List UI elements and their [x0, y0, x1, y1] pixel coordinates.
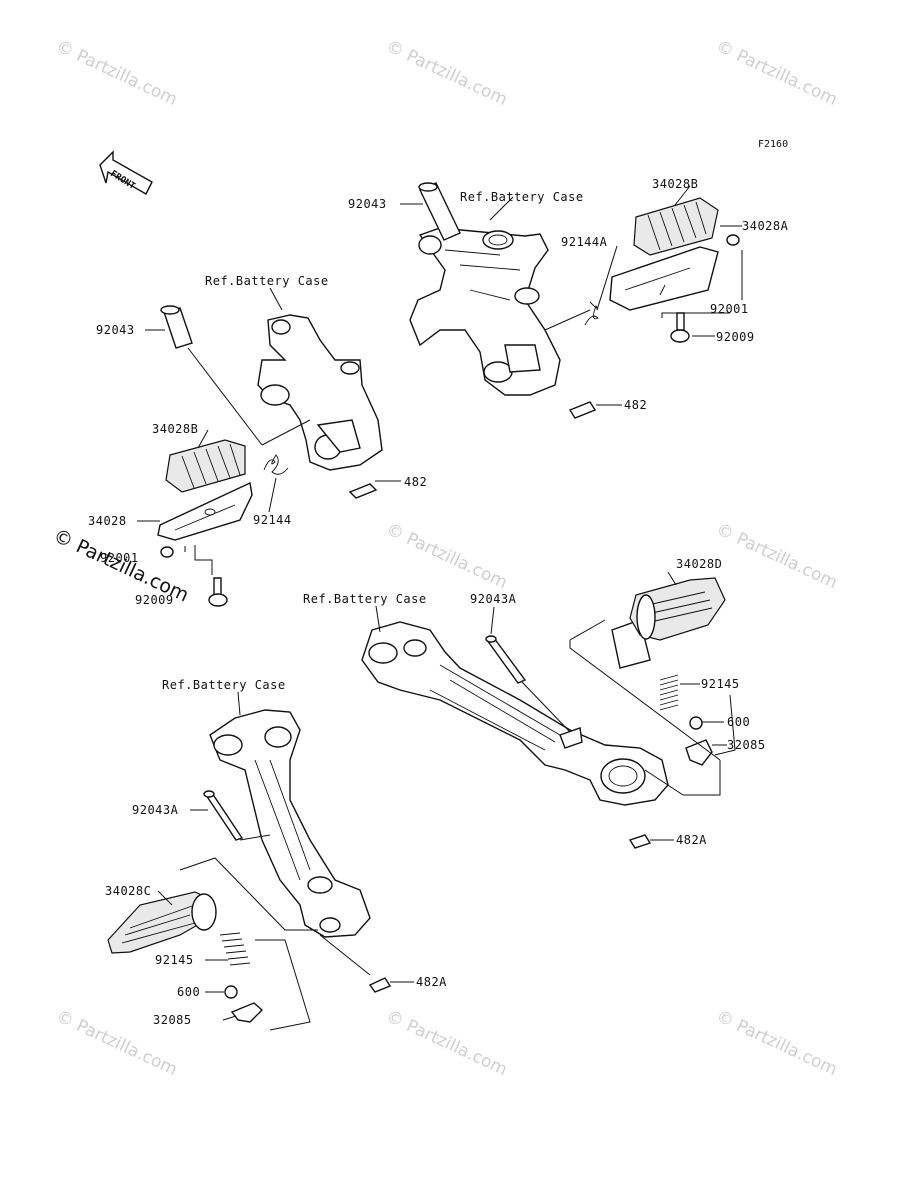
label-482a-bottom-right: 482A [676, 833, 707, 847]
label-34028d: 34028D [676, 557, 722, 571]
watermark: © Partzilla.com [713, 1006, 840, 1080]
watermark: © Partzilla.com [713, 36, 840, 110]
label-ref-battery-case-bottom-left: Ref.Battery Case [162, 678, 286, 692]
front-arrow: FRONT [99, 150, 153, 195]
watermark: © Partzilla.com [713, 519, 840, 593]
top-left-leaders [137, 287, 401, 552]
part-labels: 92043 Ref.Battery Case 34028B 34028A 921… [88, 177, 789, 1027]
front-left-lower-footpeg-assembly [107, 709, 392, 1031]
watermark: © Partzilla.com [53, 36, 180, 110]
label-92001-top-left: 92001 [100, 551, 139, 565]
label-ref-battery-case-top-left: Ref.Battery Case [205, 274, 329, 288]
label-34028: 34028 [88, 514, 127, 528]
label-482-top-left: 482 [404, 475, 427, 489]
label-92009-top-right: 92009 [716, 330, 755, 344]
bottom-right-leaders [375, 571, 727, 841]
label-32085-bottom-left: 32085 [153, 1013, 192, 1027]
watermark: © Partzilla.com [383, 36, 510, 110]
label-92043a-bottom-right: 92043A [470, 592, 517, 606]
label-34028a: 34028A [742, 219, 789, 233]
label-600-bottom-right: 600 [727, 715, 750, 729]
label-34028c: 34028C [105, 884, 151, 898]
watermark: © Partzilla.com [383, 519, 510, 593]
label-92001-top-right: 92001 [710, 302, 749, 316]
label-600-bottom-left: 600 [177, 985, 200, 999]
label-92043-top-left: 92043 [96, 323, 135, 337]
label-482a-bottom-left: 482A [416, 975, 447, 989]
label-32085-bottom-right: 32085 [727, 738, 766, 752]
label-92043a-bottom-left: 92043A [132, 803, 179, 817]
label-92144: 92144 [253, 513, 292, 527]
label-92145-bottom-left: 92145 [155, 953, 194, 967]
label-482-top-right: 482 [624, 398, 647, 412]
label-34028b-top-right: 34028B [652, 177, 698, 191]
watermark: © Partzilla.com [383, 1006, 510, 1080]
label-34028b-top-left: 34028B [152, 422, 198, 436]
label-92009-top-left: 92009 [135, 593, 174, 607]
label-92144a: 92144A [561, 235, 608, 249]
bottom-left-leaders [157, 691, 414, 1021]
label-ref-battery-case-top-right: Ref.Battery Case [460, 190, 584, 204]
label-ref-battery-case-bottom-right: Ref.Battery Case [303, 592, 427, 606]
front-left-footpeg-assembly [157, 305, 383, 607]
front-right-footpeg-assembly [361, 577, 736, 849]
diagram-code: F2160 [758, 139, 788, 150]
label-92043-top-right: 92043 [348, 197, 387, 211]
label-92145-bottom-right: 92145 [701, 677, 740, 691]
top-right-leaders [400, 185, 743, 406]
rear-right-footpeg-assembly [409, 182, 740, 419]
